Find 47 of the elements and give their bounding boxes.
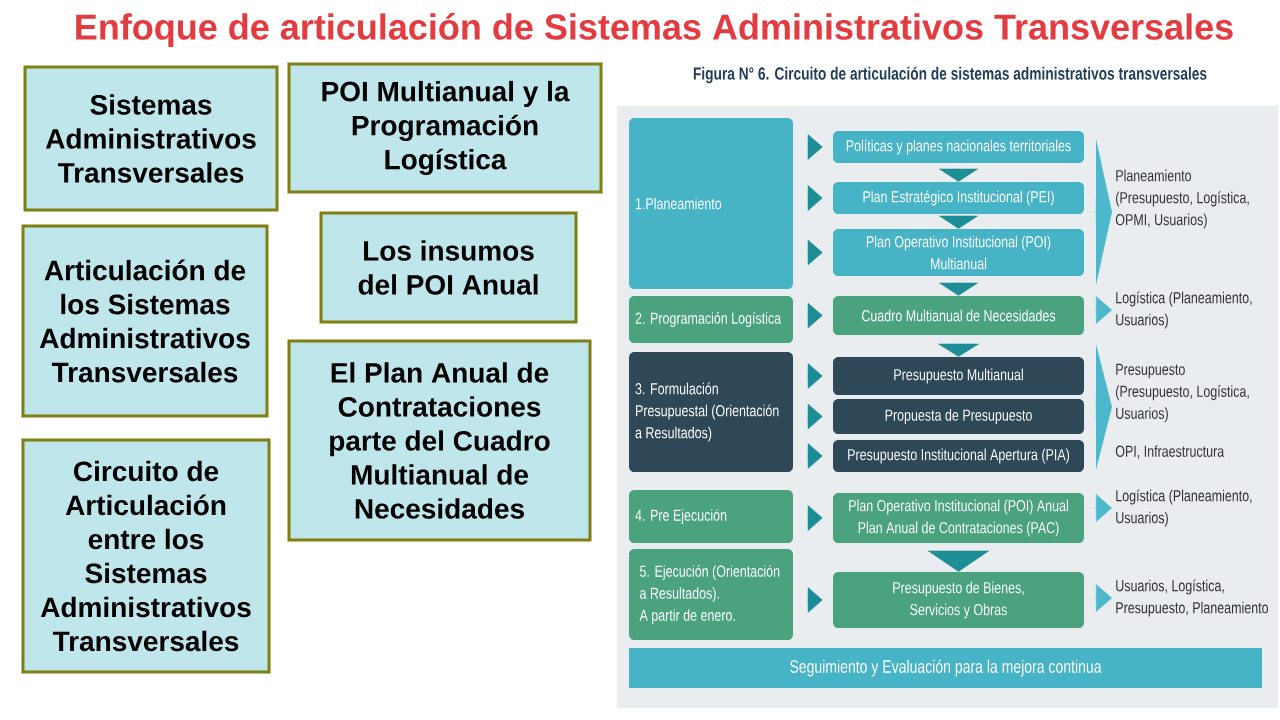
stage-box: 3. Formulación Presupuestal (Orientación a Resultados) [629,352,793,472]
triangle-arrow [807,587,823,613]
stage-box: 5. Ejecución (Orientación a Resultados). A partir de enero. [629,549,793,640]
process-box: Plan Operativo Institucional (POI) Anual Plan Anual de Contrataciones (PAC) [833,493,1084,543]
topic-box: Articulación de los Sistemas Administrativos Transversales [21,224,269,418]
stage-box: 2. Programación Logística [629,296,793,343]
figure-caption: Figura N° 6. Circuito de articulación de sistemas administrativos transversales [693,66,1207,84]
triangle-arrow [939,168,978,182]
triangle-arrow [807,505,823,531]
topic-box: Sistemas Administrativos Transversales [23,65,279,212]
process-box: Presupuesto Multianual [833,357,1084,395]
topic-box: Los insumos del POI Anual [319,211,578,324]
chevron-arrow [1095,296,1112,324]
chevron-arrow [1095,584,1112,612]
triangle-arrow [807,403,823,430]
triangle-arrow [807,185,823,211]
stage-box: 4. Pre Ejecución [629,490,793,543]
topic-box: POI Multianual y la Programación Logística [287,62,603,194]
triangle-arrow [807,134,823,160]
note-text: Planeamiento (Presupuesto, Logística, OPMI, Usuarios) [1115,169,1249,229]
process-box: Plan Operativo Institucional (POI) Multianual [833,229,1084,276]
title: Enfoque de articulación de Sistemas Administrativos Transversales [76,13,1233,47]
chevron-arrow [1095,393,1112,421]
process-box: Cuadro Multianual de Necesidades [833,296,1084,335]
triangle-arrow [807,239,823,266]
banner-bar: Seguimiento y Evaluación para la mejora continua [629,648,1262,688]
process-box: Propuesta de Presupuesto [833,399,1084,434]
triangle-arrow [807,302,823,329]
triangle-arrow [807,363,823,389]
process-box: Plan Estratégico Institucional (PEI) [833,182,1084,214]
triangle-arrow [938,343,979,357]
triangle-arrow [939,215,978,229]
process-box: Políticas y planes nacionales territoriales [833,131,1084,163]
topic-box: El Plan Anual de Contrataciones parte del Cuadro Multianual de Necesidades [287,339,592,542]
chevron-arrow [1095,494,1112,522]
process-box: Presupuesto Institucional Apertura (PIA) [833,440,1084,472]
note-text: Usuarios, Logística, Presupuesto, Planeamiento [1116,579,1269,617]
triangle-arrow [939,282,978,296]
triangle-arrow [928,550,989,572]
stage-box: 1.Planeamiento [629,118,793,289]
process-box: Presupuesto de Bienes, Servicios y Obras [833,572,1084,628]
note-text: Logística (Planeamiento, Usuarios) [1116,291,1252,329]
topic-box: Circuito de Articulación entre los Sistemas Administrativos Transversales [21,438,271,674]
note-text: OPI, Infraestructura [1115,445,1225,459]
triangle-arrow [807,443,823,469]
note-text: Presupuesto (Presupuesto, Logística, Usuarios) [1116,363,1249,423]
note-text: Logística (Planeamiento, Usuarios) [1116,489,1252,527]
